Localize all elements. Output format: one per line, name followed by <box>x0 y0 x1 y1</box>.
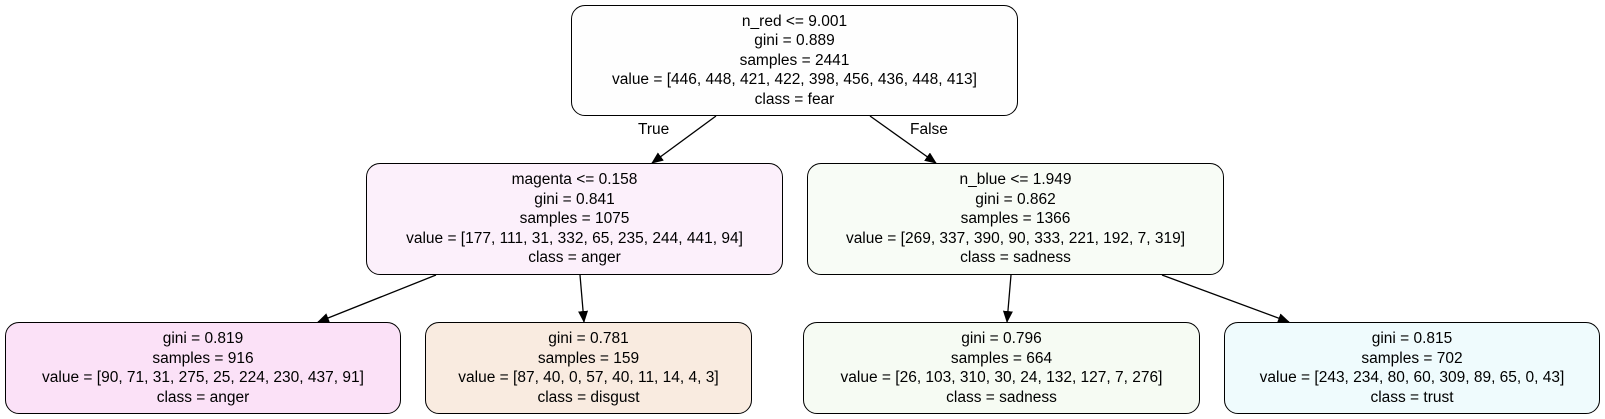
node-class: class = sadness <box>946 388 1057 406</box>
node-value: value = [446, 448, 421, 422, 398, 456, 4… <box>612 71 977 89</box>
tree-node-root: n_red <= 9.001 gini = 0.889 samples = 24… <box>571 5 1018 116</box>
node-gini: gini = 0.781 <box>548 330 629 347</box>
edge-left-to-left-right <box>578 274 589 323</box>
node-split-condition: magenta <= 0.158 <box>511 171 638 189</box>
node-class: class = fear <box>754 90 835 108</box>
node-samples: samples = 2441 <box>739 51 850 69</box>
node-class: class = disgust <box>537 388 640 406</box>
node-gini: gini = 0.889 <box>754 32 835 50</box>
node-samples: samples = 664 <box>950 349 1053 367</box>
edge-root-to-left <box>651 115 717 164</box>
node-class: class = sadness <box>960 249 1071 267</box>
node-value: value = [90, 71, 31, 275, 25, 224, 230, … <box>42 369 364 386</box>
edge-left-to-left-left <box>317 274 437 323</box>
node-samples: samples = 1366 <box>960 210 1071 228</box>
edge-right-to-right-left <box>1002 274 1013 323</box>
node-value: value = [269, 337, 390, 90, 333, 221, 19… <box>845 229 1186 247</box>
node-gini: gini = 0.815 <box>1371 330 1453 347</box>
edge-right-to-right-right <box>1161 274 1290 323</box>
edge-root-to-right <box>869 115 937 164</box>
node-class: class = anger <box>156 388 250 406</box>
tree-leaf-right-right: gini = 0.815 samples = 702 value = [243,… <box>1224 322 1600 414</box>
node-gini: gini = 0.819 <box>162 330 244 347</box>
node-value: value = [26, 103, 310, 30, 24, 132, 127,… <box>840 369 1163 386</box>
node-value: value = [87, 40, 0, 57, 40, 11, 14, 4, 3… <box>458 369 719 386</box>
node-gini: gini = 0.862 <box>975 190 1056 208</box>
node-value: value = [177, 111, 31, 332, 65, 235, 244… <box>406 229 743 247</box>
node-class: class = trust <box>1370 388 1454 406</box>
edge-label-true: True <box>638 121 670 138</box>
tree-node-right: n_blue <= 1.949 gini = 0.862 samples = 1… <box>807 163 1224 275</box>
tree-leaf-left-left: gini = 0.819 samples = 916 value = [90, … <box>5 322 401 414</box>
node-samples: samples = 159 <box>537 349 640 367</box>
node-gini: gini = 0.841 <box>534 190 615 208</box>
node-value: value = [243, 234, 80, 60, 309, 89, 65, … <box>1259 369 1565 386</box>
node-samples: samples = 916 <box>152 349 254 367</box>
node-class: class = anger <box>528 249 621 267</box>
node-split-condition: n_red <= 9.001 <box>741 12 848 30</box>
node-samples: samples = 1075 <box>519 210 630 228</box>
tree-node-left: magenta <= 0.158 gini = 0.841 samples = … <box>366 163 783 275</box>
edge-label-false: False <box>910 121 948 138</box>
node-samples: samples = 702 <box>1361 349 1463 367</box>
node-gini: gini = 0.796 <box>961 330 1042 347</box>
node-split-condition: n_blue <= 1.949 <box>959 171 1072 189</box>
tree-leaf-left-right: gini = 0.781 samples = 159 value = [87, … <box>425 322 752 414</box>
tree-leaf-right-left: gini = 0.796 samples = 664 value = [26, … <box>803 322 1200 414</box>
